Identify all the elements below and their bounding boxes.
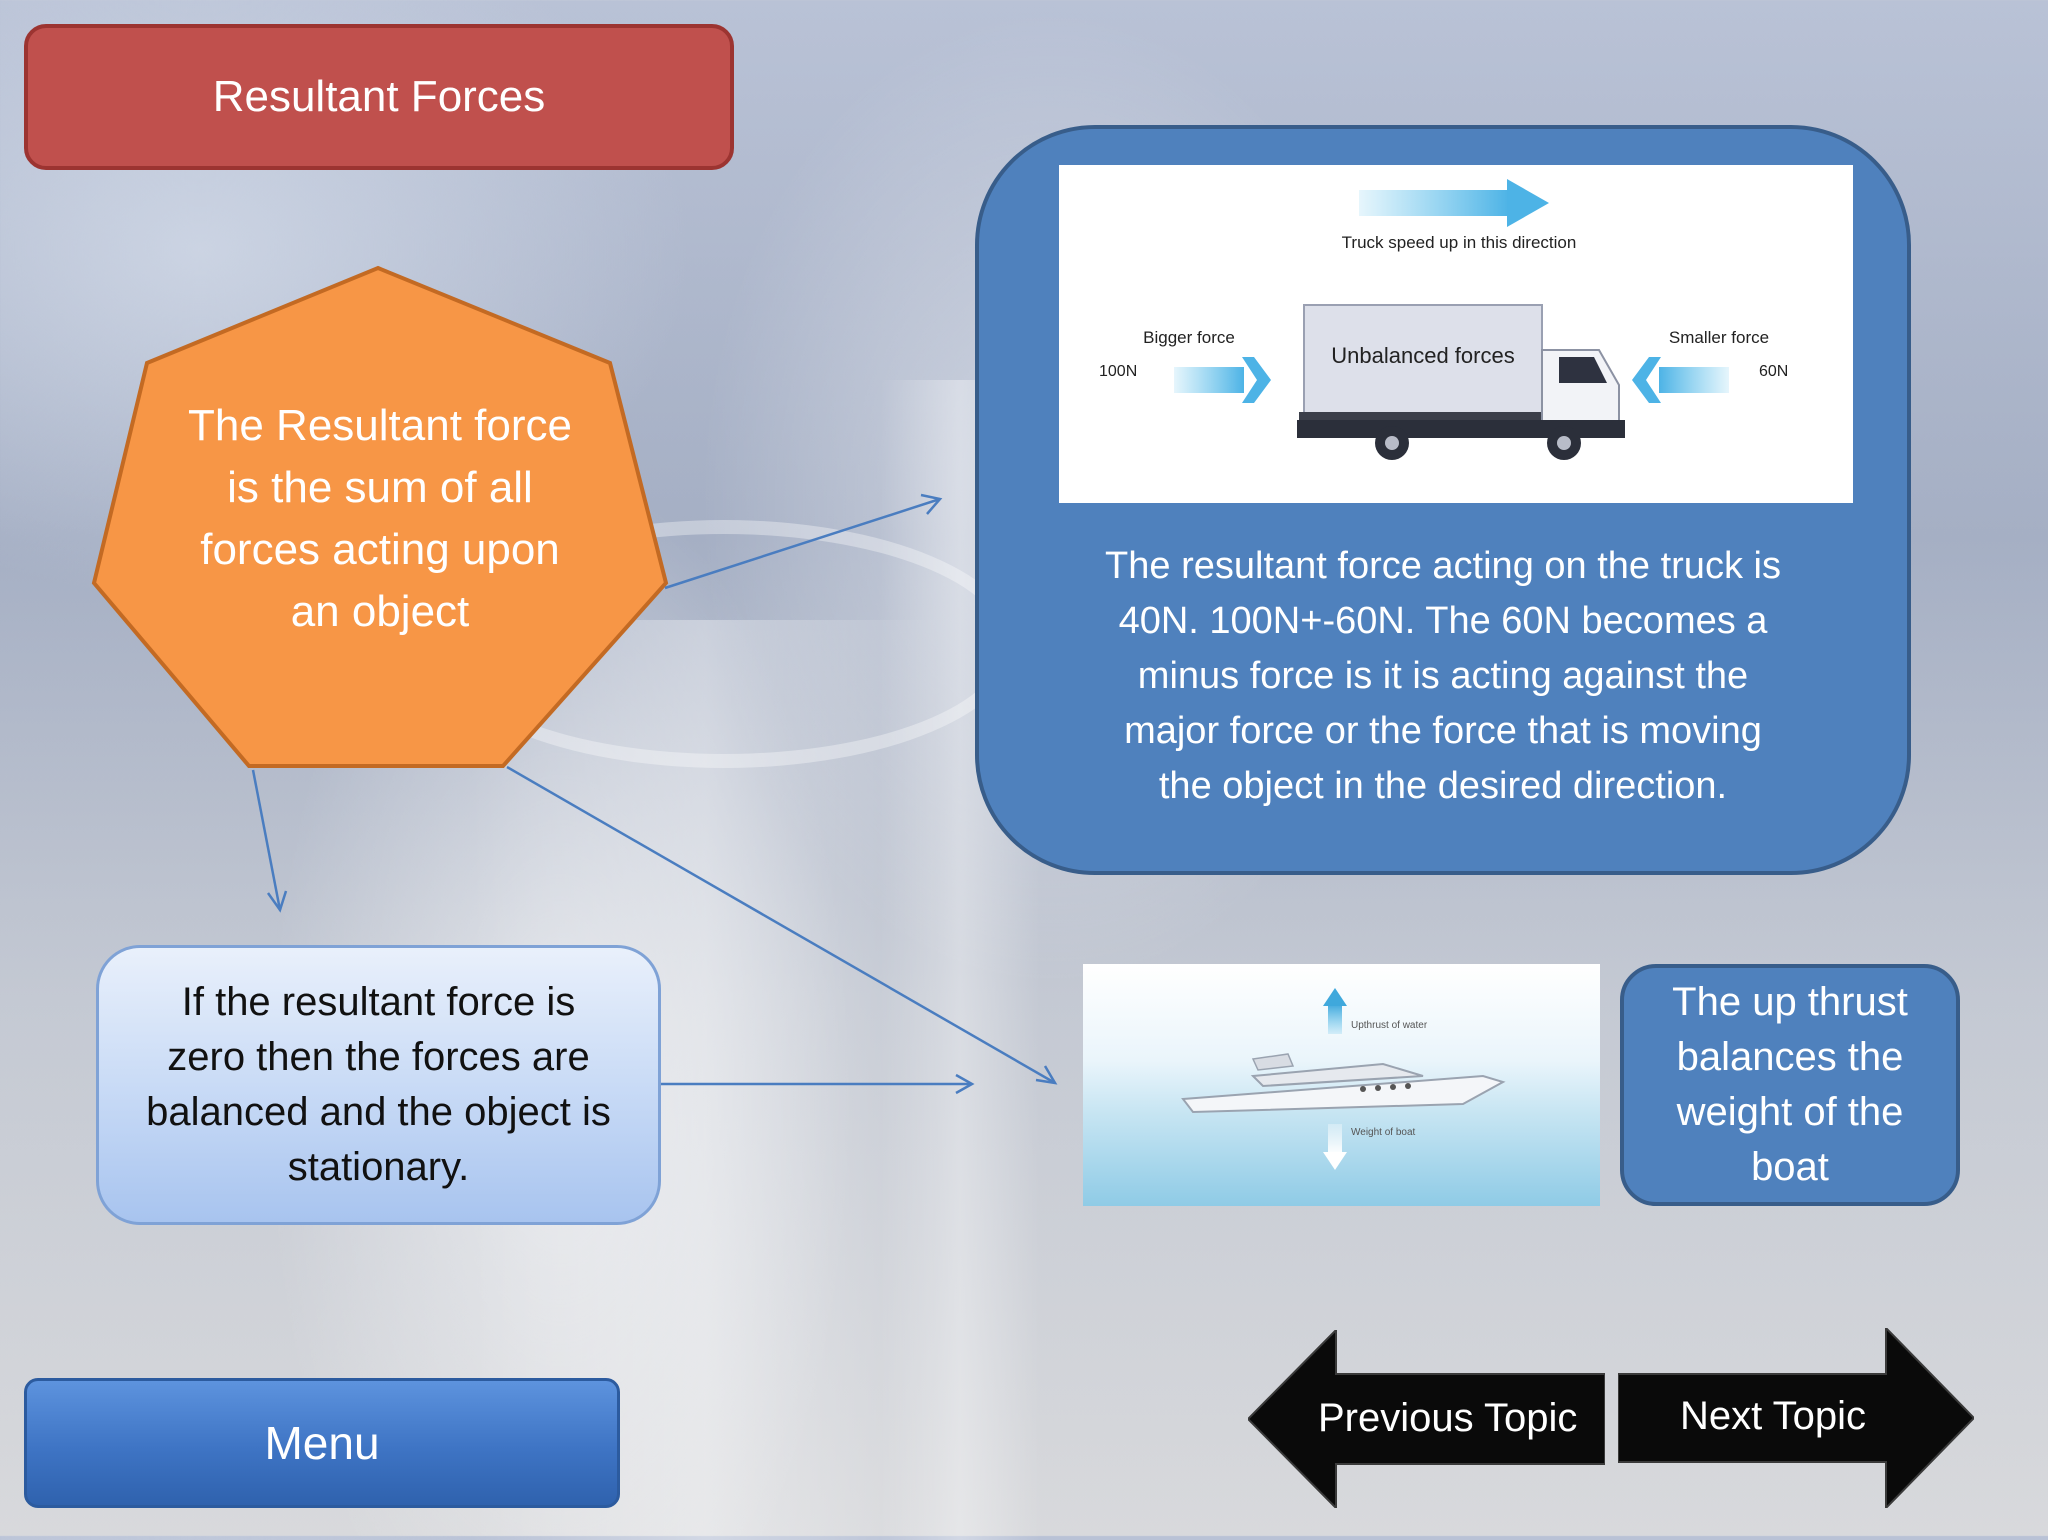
bigger-force-arrow — [1174, 357, 1271, 403]
weight-arrow — [1323, 1124, 1347, 1170]
definition-line: is the sum of all — [227, 463, 533, 512]
upthrust-line: The up thrust — [1672, 980, 1908, 1024]
next-topic-label: Next Topic — [1680, 1394, 1867, 1438]
left-arrow-icon — [1248, 1330, 1605, 1508]
upthrust-arrow — [1323, 988, 1347, 1034]
previous-topic-label: Previous Topic — [1318, 1396, 1578, 1440]
heptagon-shape — [91, 265, 669, 768]
slide-title-text: Resultant Forces — [212, 72, 546, 121]
truck-icon — [1297, 304, 1625, 460]
upthrust-note-box: The up thrust balances the weight of the… — [1620, 964, 1960, 1206]
upthrust-note-text: The up thrust balances the weight of the… — [1672, 975, 1908, 1195]
smaller-force-value: 60N — [1759, 363, 1789, 380]
balanced-forces-box: If the resultant force is zero then the … — [96, 945, 661, 1225]
definition-heptagon: The Resultant force is the sum of all fo… — [90, 265, 670, 770]
menu-button-label: Menu — [264, 1417, 380, 1469]
upthrust-line: boat — [1751, 1145, 1829, 1189]
boat-diagram-graphic — [1181, 988, 1506, 1170]
upthrust-label: Upthrust of water — [1351, 1020, 1428, 1031]
balanced-line: balanced and the object is — [146, 1090, 611, 1134]
balanced-line: stationary. — [287, 1145, 470, 1189]
explanation-line: minus force is it is acting against the — [1137, 655, 1749, 697]
truck-side-label: Unbalanced forces — [1331, 343, 1515, 368]
connector-to-balanced — [251, 769, 282, 911]
yacht-icon — [1181, 1053, 1506, 1114]
smaller-force-label: Smaller force — [1668, 328, 1770, 347]
next-topic-button[interactable]: Next Topic — [1618, 1328, 1974, 1508]
explanation-line: The resultant force acting on the truck … — [1105, 545, 1781, 587]
speed-arrow — [1359, 179, 1549, 227]
explanation-line: major force or the force that is moving — [1124, 710, 1762, 752]
definition-line: an object — [290, 587, 470, 636]
weight-label: Weight of boat — [1351, 1127, 1416, 1138]
truck-explanation-text: The resultant force acting on the truck … — [1009, 539, 1877, 814]
truck-diagram-graphic — [1174, 179, 1729, 460]
bigger-force-label: Bigger force — [1143, 328, 1235, 347]
explanation-line: the object in the desired direction. — [1158, 765, 1728, 807]
bigger-force-value: 100N — [1099, 363, 1138, 380]
right-arrow-icon — [1618, 1328, 1974, 1508]
menu-button[interactable]: Menu — [24, 1378, 620, 1508]
slide-title: Resultant Forces — [24, 24, 734, 170]
upthrust-line: balances the — [1676, 1035, 1904, 1079]
previous-topic-button[interactable]: Previous Topic — [1248, 1330, 1605, 1508]
balanced-line: If the resultant force is — [181, 980, 576, 1024]
balanced-forces-text: If the resultant force is zero then the … — [146, 975, 611, 1195]
upthrust-line: weight of the — [1676, 1090, 1904, 1134]
definition-text: The Resultant force is the sum of all fo… — [150, 395, 610, 643]
definition-line: forces acting upon — [200, 525, 560, 574]
definition-line: The Resultant force — [188, 401, 572, 450]
smaller-force-arrow — [1632, 357, 1729, 403]
explanation-line: 40N. 100N+-60N. The 60N becomes a — [1118, 600, 1768, 642]
balanced-line: zero then the forces are — [167, 1035, 590, 1079]
truck-explanation-box: Truck speed up in this direction Bigger … — [975, 125, 1911, 875]
truck-speed-label: Truck speed up in this direction — [1341, 233, 1577, 252]
boat-diagram: Upthrust of water Weight of boat — [1083, 964, 1600, 1206]
truck-diagram: Truck speed up in this direction Bigger … — [1059, 165, 1853, 503]
